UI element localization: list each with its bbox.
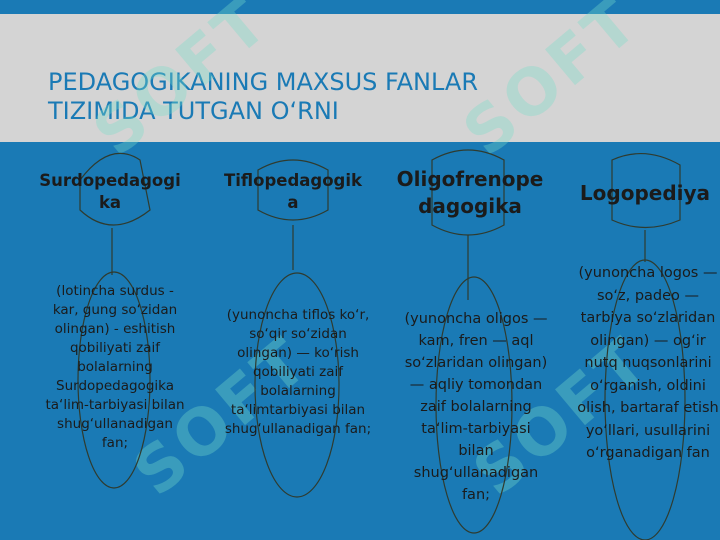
heading-surdopedagogika: Surdopedagogi ka — [35, 170, 185, 214]
slide-title: PEDAGOGIKANING MAXSUS FANLAR TIZIMIDA TU… — [48, 68, 478, 126]
heading-line: Oligofrenope — [396, 167, 544, 191]
description-oligofrenopedagogika: (yunoncha oligos — kam, fren — aql so‘zl… — [404, 311, 548, 503]
slide-title-line-2: TIZIMIDA TUTGAN O‘RNI — [48, 97, 339, 125]
heading-line: Surdopedagogi — [39, 171, 181, 190]
heading-oligofrenopedagogika: Oligofrenope dagogika — [385, 166, 555, 220]
heading-logopediya: Logopediya — [570, 180, 720, 207]
description-tiflopedagogika: (yunoncha tiflos ko‘r, so‘qir so‘zidan o… — [224, 307, 372, 437]
top-accent-bar — [0, 0, 720, 14]
heading-line: ka — [98, 193, 122, 212]
heading-line: a — [287, 193, 299, 212]
heading-line: Logopediya — [579, 181, 711, 205]
slide-title-line-1: PEDAGOGIKANING MAXSUS FANLAR — [48, 68, 479, 96]
heading-line: Tiflopedagogik — [223, 171, 362, 190]
description-logopediya: (yunoncha logos — so‘z, padeo — tarbiya … — [577, 265, 719, 461]
heading-line: dagogika — [418, 194, 522, 218]
description-surdopedagogika: (lotincha surdus - kar, gung so‘zidan ol… — [45, 283, 185, 451]
title-band — [0, 14, 720, 142]
heading-tiflopedagogika: Tiflopedagogik a — [218, 170, 368, 214]
